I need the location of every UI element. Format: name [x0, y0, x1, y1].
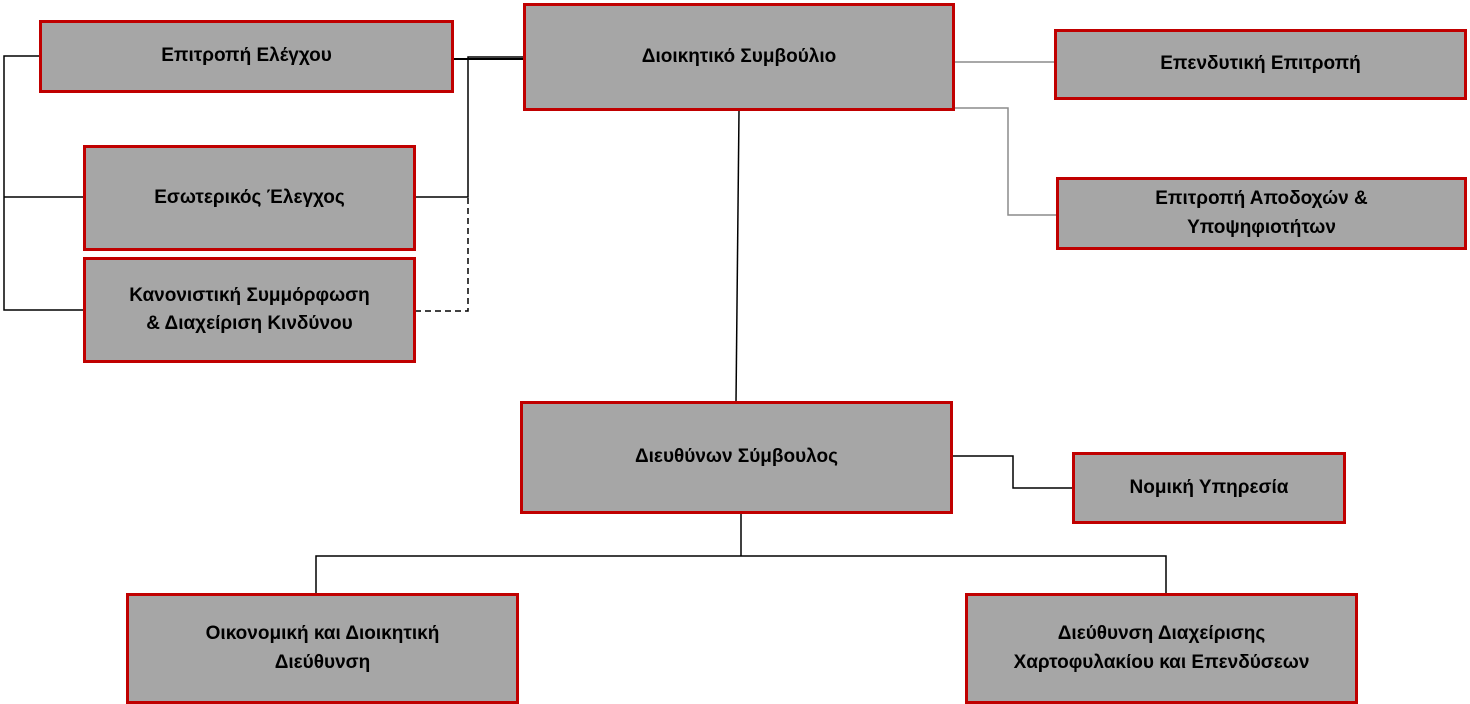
- audit-committee-label: Επιτροπή Ελέγχου: [161, 45, 332, 67]
- board-of-directors-label: Διοικητικό Συμβούλιο: [641, 45, 837, 67]
- legal-service-label: Νομική Υπηρεσία: [1129, 476, 1289, 498]
- internal-audit-box[interactable]: Εσωτερικός Έλεγχος: [83, 145, 416, 251]
- ceo-box[interactable]: Διευθύνων Σύμβουλος: [520, 401, 953, 514]
- remuneration-committee-label: Επιτροπή Αποδοχών & Υποψηφιοτήτων: [1155, 188, 1368, 238]
- internal-audit-label: Εσωτερικός Έλεγχος: [154, 186, 345, 208]
- connector-compliance-dashed: [415, 197, 469, 312]
- connector-board-ceo: [735, 110, 740, 403]
- finance-admin-label: Οικονομική και Διοικητική Διεύθυνση: [205, 623, 440, 673]
- finance-admin-box[interactable]: Οικονομική και Διοικητική Διεύθυνση: [126, 593, 519, 704]
- compliance-risk-box[interactable]: Κανονιστική Συμμόρφωση & Διαχείριση Κινδ…: [83, 257, 416, 363]
- compliance-risk-label: Κανονιστική Συμμόρφωση & Διαχείριση Κινδ…: [129, 284, 370, 335]
- board-of-directors-box[interactable]: Διοικητικό Συμβούλιο: [523, 3, 955, 111]
- remuneration-committee-box[interactable]: Επιτροπή Αποδοχών & Υποψηφιοτήτων: [1056, 177, 1467, 250]
- legal-service-box[interactable]: Νομική Υπηρεσία: [1072, 452, 1346, 524]
- connector-directorates: [315, 555, 1167, 594]
- connector-ceo-legal: [952, 455, 1073, 489]
- connector-audit-bracket: [3, 55, 84, 311]
- portfolio-management-box[interactable]: Διεύθυνση Διαχείρισης Χαρτοφυλακίου και …: [965, 593, 1358, 704]
- connector-internal-audit-board: [415, 56, 524, 198]
- investment-committee-label: Επενδυτική Επιτροπή: [1160, 53, 1361, 75]
- connector-board-remuneration: [954, 107, 1057, 216]
- portfolio-management-label: Διεύθυνση Διαχείρισης Χαρτοφυλακίου και …: [1013, 623, 1310, 673]
- investment-committee-box[interactable]: Επενδυτική Επιτροπή: [1054, 29, 1467, 100]
- audit-committee-box[interactable]: Επιτροπή Ελέγχου: [39, 20, 454, 93]
- ceo-label: Διευθύνων Σύμβουλος: [635, 446, 838, 468]
